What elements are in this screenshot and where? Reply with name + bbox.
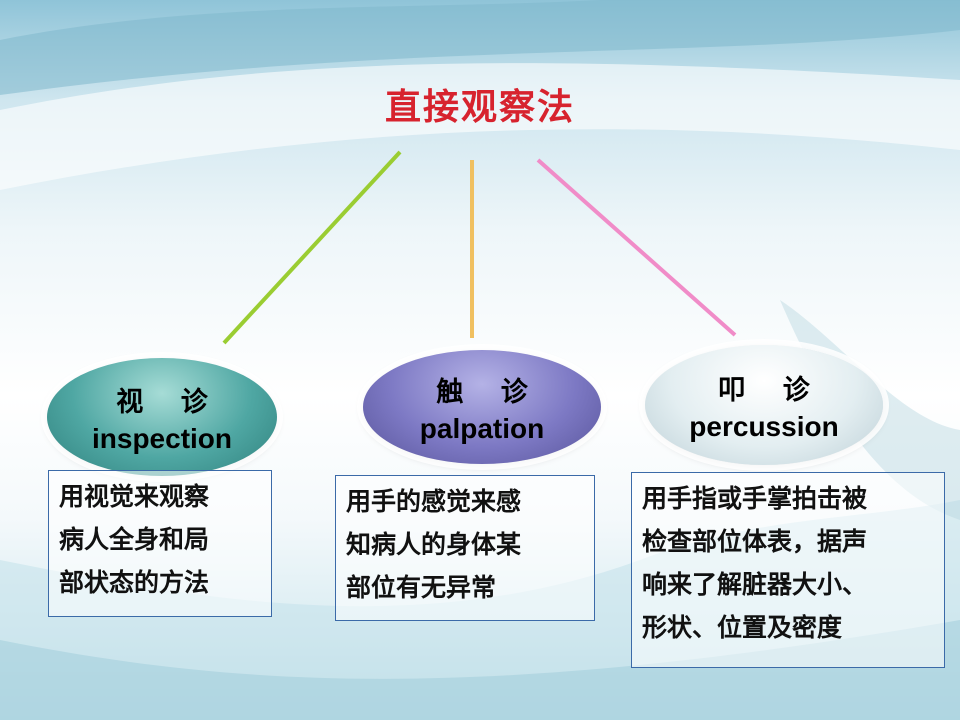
page-title: 直接观察法 <box>384 87 575 128</box>
method-cn-inspection: 视 诊 <box>116 386 222 418</box>
method-desc-percussion: 用手指或手掌拍击被 检查部位体表，据声 响来了解脏器大小、 形状、位置及密度 <box>631 472 945 668</box>
method-desc-palpation: 用手的感觉来感 知病人的身体某 部位有无异常 <box>335 475 595 621</box>
method-bubble-inspection: 视 诊 inspection <box>47 358 277 476</box>
method-bubble-percussion: 叩 诊 percussion <box>645 345 883 465</box>
connector-line-percussion <box>536 158 737 337</box>
method-cn-palpation: 触 诊 <box>436 376 542 408</box>
method-en-percussion: percussion <box>689 410 839 442</box>
method-desc-inspection: 用视觉来观察 病人全身和局 部状态的方法 <box>48 470 272 617</box>
connector-line-inspection <box>222 150 402 345</box>
method-en-inspection: inspection <box>91 422 232 454</box>
method-en-palpation: palpation <box>419 412 545 444</box>
method-cn-percussion: 叩 诊 <box>718 374 824 406</box>
method-bubble-palpation: 触 诊 palpation <box>363 350 601 464</box>
